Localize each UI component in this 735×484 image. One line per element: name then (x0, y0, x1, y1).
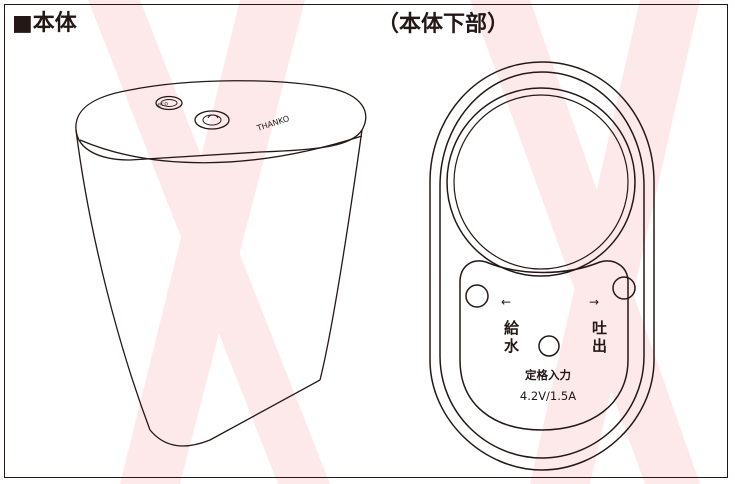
rated-input-label: 定格入力 (525, 368, 571, 382)
main-unit-heading: ■本体 (12, 11, 77, 36)
water-tank-inner-circle (453, 94, 629, 270)
water-tank-circle (446, 87, 636, 277)
bottom-view-illustration (429, 61, 655, 471)
bottom-view-heading: （本体下部） (377, 12, 510, 37)
inlet-arrow: ← (501, 295, 511, 309)
eco-button (155, 95, 183, 111)
device-front-edge (79, 135, 363, 164)
power-button (194, 110, 230, 130)
base-outer-outline (429, 61, 655, 471)
outlet-arrow: → (589, 295, 599, 309)
device-body-illustration (75, 80, 367, 447)
base-inner-outline (439, 71, 645, 459)
illustration-frame (4, 4, 728, 478)
power-jack (538, 335, 560, 357)
device-right-side (319, 129, 363, 381)
device-bottom-edge (149, 379, 321, 447)
rated-input-value: 4.2V/1.5A (520, 389, 576, 403)
outlet-port (612, 276, 636, 300)
inlet-port (465, 284, 489, 308)
eco-button-label: eco (157, 100, 169, 109)
device-top-face (75, 80, 367, 161)
device-left-side (75, 129, 151, 431)
power-symbol-icon (207, 114, 219, 119)
label-panel-outline (459, 260, 629, 431)
brand-label: THANKO (255, 114, 291, 133)
eco-button-inner (160, 99, 178, 107)
outlet-label: 吐 出 (592, 319, 612, 355)
inlet-label: 給 水 (504, 319, 524, 355)
power-button-inner (202, 114, 222, 126)
